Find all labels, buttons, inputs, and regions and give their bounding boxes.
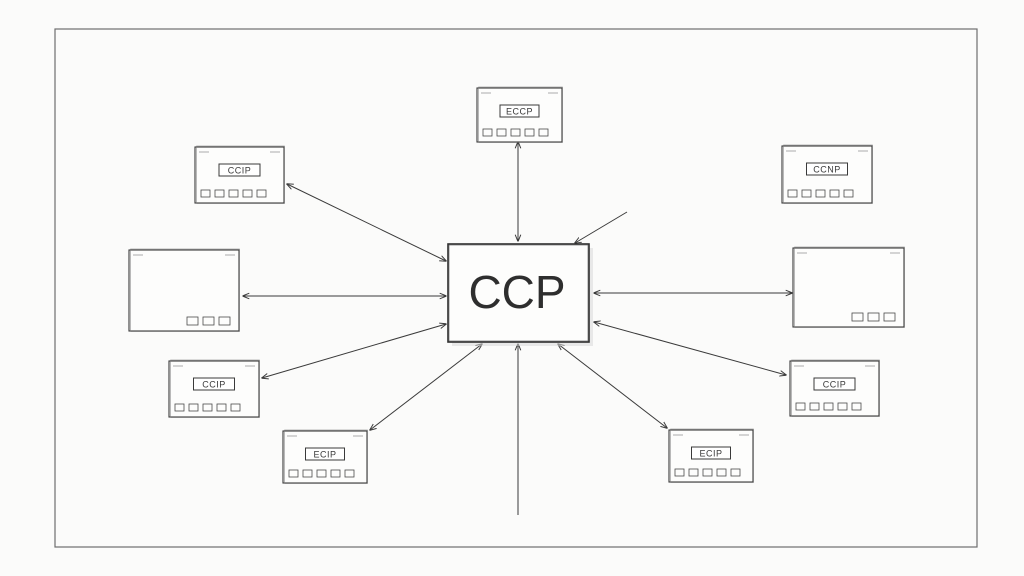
- port-icon: [330, 469, 341, 478]
- port-icon: [510, 128, 521, 137]
- port-icon: [843, 189, 854, 198]
- port-icon: [288, 469, 299, 478]
- port-icon: [242, 189, 253, 198]
- connector-lower-left: [262, 324, 446, 378]
- device-nodes: ECCP CCIP CCNP CCIP CCIP ECIP ECIP: [128, 86, 905, 484]
- port-icon: [202, 403, 213, 412]
- connectors: [243, 142, 792, 515]
- node-label: CCIP: [823, 380, 847, 390]
- connector-upper-left: [287, 184, 446, 261]
- port-icon: [702, 468, 713, 477]
- node-label-box: [193, 377, 235, 391]
- center-node: CCP: [447, 243, 593, 346]
- port-icon: [716, 468, 727, 477]
- node-label-box: [305, 447, 345, 461]
- connector-stray: [575, 211, 628, 243]
- port-icon: [524, 128, 535, 137]
- port-icon: [809, 402, 820, 411]
- device-node-bottom-right: ECIP: [668, 428, 754, 483]
- port-icon: [883, 312, 896, 322]
- port-icon: [795, 402, 806, 411]
- device-node-mid-right: [792, 246, 905, 328]
- port-icon: [851, 312, 864, 322]
- node-label-box: [691, 446, 731, 460]
- port-icon: [730, 468, 741, 477]
- port-icon: [214, 189, 225, 198]
- port-icon: [216, 403, 227, 412]
- node-label: CCIP: [202, 380, 226, 390]
- port-icon: [200, 189, 211, 198]
- device-node-upper-left: CCIP: [194, 145, 285, 204]
- port-icon: [787, 189, 798, 198]
- port-icon: [188, 403, 199, 412]
- outer-frame: [54, 28, 978, 548]
- node-label: ECIP: [313, 450, 336, 460]
- node-label: ECCP: [506, 107, 533, 117]
- device-node-upper-right: CCNP: [781, 144, 873, 204]
- port-icon: [867, 312, 880, 322]
- port-icon: [202, 316, 215, 326]
- port-icon: [344, 469, 355, 478]
- node-label: CCIP: [228, 166, 252, 176]
- node-label-box: [499, 104, 540, 118]
- port-icon: [674, 468, 685, 477]
- node-label: ECIP: [699, 449, 722, 459]
- port-icon: [837, 402, 848, 411]
- port-icon: [823, 402, 834, 411]
- port-icon: [186, 316, 199, 326]
- node-label: CCNP: [813, 165, 841, 175]
- port-icon: [829, 189, 840, 198]
- connector-bottom-right: [558, 344, 667, 428]
- port-icon: [218, 316, 231, 326]
- connector-bottom-left: [370, 344, 482, 430]
- node-label-box: [813, 377, 856, 391]
- device-node-lower-left: CCIP: [168, 359, 260, 418]
- port-icon: [174, 403, 185, 412]
- device-node-mid-left: [128, 248, 240, 332]
- port-icon: [851, 402, 862, 411]
- connector-lower-right: [594, 322, 786, 375]
- port-icon: [316, 469, 327, 478]
- node-label-box: [218, 163, 261, 177]
- port-icon: [801, 189, 812, 198]
- port-icon: [482, 128, 493, 137]
- port-icon: [538, 128, 549, 137]
- port-icon: [688, 468, 699, 477]
- port-icon: [228, 189, 239, 198]
- port-icon: [815, 189, 826, 198]
- port-icon: [302, 469, 313, 478]
- port-icon: [230, 403, 241, 412]
- node-label-box: [806, 162, 848, 176]
- device-node-lower-right: CCIP: [789, 359, 880, 417]
- port-icon: [256, 189, 267, 198]
- device-node-bottom-left: ECIP: [282, 429, 368, 484]
- center-label: CCP: [468, 266, 565, 318]
- device-node-top: ECCP: [476, 86, 563, 143]
- port-icon: [496, 128, 507, 137]
